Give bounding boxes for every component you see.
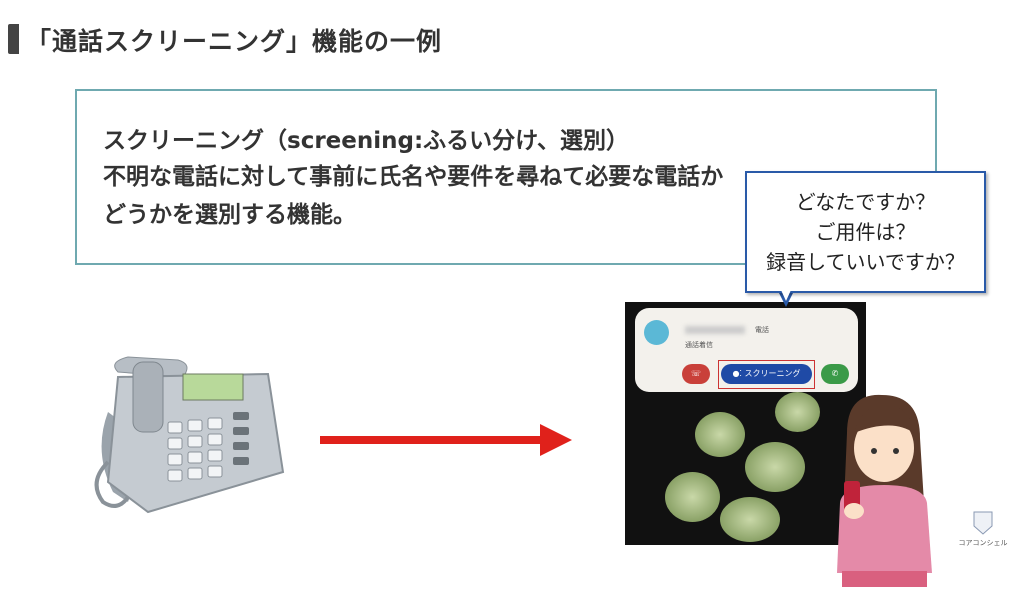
- callout-line-2: ご用件は？: [815, 220, 916, 244]
- callout-line-3: 録音していいですか？: [766, 250, 965, 274]
- definition-line-2: 不明な電話に対して事前に氏名や要件を尋ねて必要な電話か: [103, 164, 724, 190]
- screening-icon: ●⁚: [732, 369, 745, 378]
- decline-button[interactable]: ☏: [682, 364, 710, 384]
- answer-button[interactable]: ✆: [821, 364, 849, 384]
- screening-button-label: スクリーニング: [744, 369, 801, 378]
- screening-button[interactable]: ●⁚ スクリーニング: [721, 364, 812, 384]
- arrow-shaft: [320, 436, 542, 444]
- brand-logo: コアコンシェル: [958, 510, 1008, 548]
- call-status: 通話着信: [685, 341, 713, 349]
- desk-phone-illustration: [94, 356, 285, 514]
- shield-logo-icon: [973, 511, 993, 535]
- caller-avatar-icon: [644, 320, 669, 345]
- phone-screenshot: 電話 通話着信 ☏ ●⁚ スクリーニング ✆: [625, 302, 866, 545]
- definition-line-1: スクリーニング（screening:ふるい分け、選別）: [103, 128, 630, 154]
- speech-callout: どなたですか？ ご用件は？ 録音していいですか？: [745, 171, 986, 293]
- definition-line-3: どうかを選別する機能。: [103, 202, 356, 228]
- incoming-call-card: 電話 通話着信 ☏ ●⁚ スクリーニング ✆: [635, 308, 858, 392]
- screening-highlight-box: [718, 360, 815, 389]
- caller-label: 電話: [755, 326, 769, 334]
- page-title: 「通話スクリーニング」機能の一例: [26, 27, 443, 56]
- brand-logo-text: コアコンシェル: [958, 539, 1008, 547]
- woman-on-phone-illustration: [837, 394, 932, 587]
- callout-tail-inner: [781, 290, 791, 301]
- title-accent-bar: [8, 24, 19, 54]
- caller-number-blurred: [685, 326, 745, 334]
- callout-line-1: どなたですか？: [795, 190, 936, 214]
- arrow-head: [540, 424, 572, 456]
